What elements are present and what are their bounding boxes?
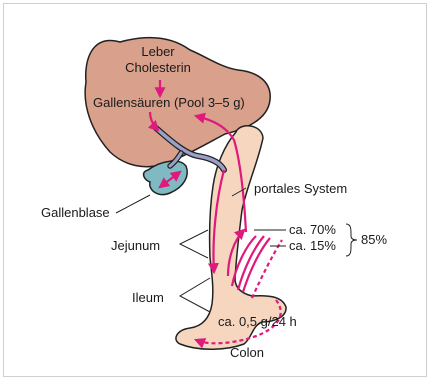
label-gallenblase: Gallenblase — [41, 205, 110, 220]
label-fecal-loss: ca. 0,5 g/24 h — [218, 314, 297, 329]
label-colon: Colon — [230, 345, 264, 360]
label-ca-15: ca. 15% — [289, 238, 336, 253]
label-gallensaeuren: Gallensäuren (Pool 3–5 g) — [93, 95, 245, 110]
arrow-ileum-reabsorption-2 — [238, 236, 264, 290]
leader-gallenblase — [116, 195, 150, 213]
label-jejunum: Jejunum — [111, 238, 160, 253]
label-ca-70: ca. 70% — [289, 222, 336, 237]
arrow-colon-reabsorption — [252, 240, 282, 298]
label-ileum: Ileum — [132, 290, 164, 305]
label-85: 85% — [361, 232, 387, 247]
label-portales-system: portales System — [254, 181, 347, 196]
leader-jejunum — [180, 230, 208, 258]
brace-85 — [346, 224, 357, 256]
leader-ileum — [180, 278, 210, 312]
label-cholesterin: Cholesterin — [125, 60, 191, 75]
label-leber: Leber — [141, 44, 175, 59]
